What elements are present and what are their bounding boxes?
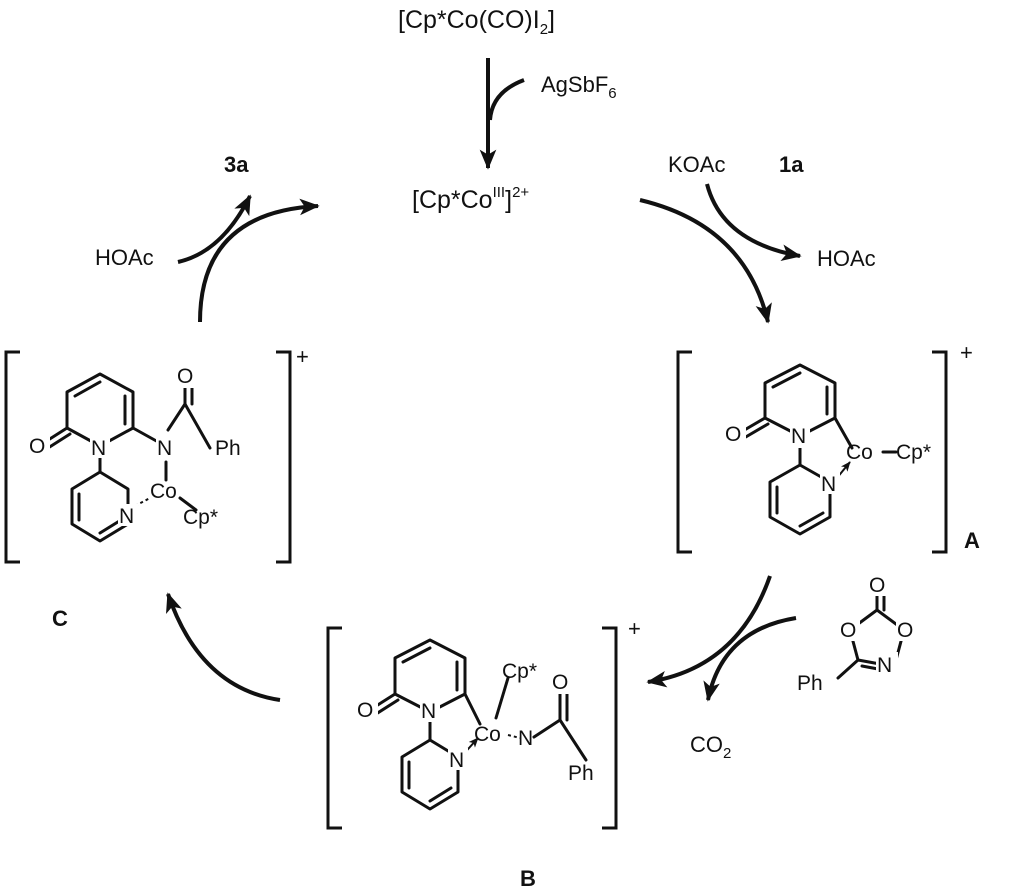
C-cobalt: Co: [150, 480, 177, 503]
bracket-left-B: [326, 626, 342, 830]
B-carbonyl-o: O: [357, 699, 373, 722]
dioxazolone-o-right: O: [897, 619, 913, 642]
dioxazolone-o-left: O: [840, 619, 856, 642]
bracket-right-B: [602, 626, 618, 830]
product-release-arrow: [177, 194, 252, 264]
cycle-arrow-to-A: [639, 198, 772, 324]
activator-label: AgSbF6: [541, 72, 617, 102]
active-catalyst-label: [Cp*CoIII]2+: [412, 184, 529, 214]
C-amide-o: O: [177, 365, 193, 388]
A-pyridone-n: N: [791, 425, 806, 448]
A-cobalt: Co: [846, 441, 873, 464]
B-pyridone-n: N: [421, 700, 436, 723]
cycle-arrow-to-catalyst: [198, 198, 320, 323]
hoac-left-label: HOAc: [95, 245, 154, 270]
intermediate-B: + B N O N Co Cp* N O Ph: [326, 616, 641, 891]
charge-B: +: [628, 616, 641, 641]
C-carbonyl-o: O: [29, 435, 45, 458]
A-pyridine-n: N: [821, 473, 836, 496]
hoac-release-arrow: [705, 183, 802, 261]
B-pyridine-n: N: [449, 749, 464, 772]
co2-release-arrow: [703, 616, 797, 702]
charge-C: +: [296, 344, 309, 369]
B-amide-o: O: [552, 671, 568, 694]
substrate-label: 1a: [779, 152, 804, 177]
base-label: KOAc: [668, 152, 725, 177]
label-A: A: [964, 528, 980, 553]
intermediate-C: + C N O N O Ph N Co Cp*: [4, 344, 309, 631]
bracket-left-C: [4, 350, 20, 564]
co2-label: CO2: [690, 732, 731, 762]
product-label: 3a: [224, 152, 249, 177]
hoac-right-label: HOAc: [817, 246, 876, 271]
B-phenyl: Ph: [568, 762, 594, 785]
B-cobalt: Co: [474, 723, 501, 746]
intermediate-A: + A N O N Co Cp*: [676, 340, 980, 554]
cycle-arrow-to-C: [166, 592, 281, 702]
C-pyridone-n: N: [91, 437, 106, 460]
bracket-right-C: [276, 350, 292, 564]
activation-side-arrow: [488, 78, 525, 121]
dioxazolone-carbonyl-o: O: [869, 574, 885, 597]
dioxazolone-structure: O O O N Ph: [797, 572, 918, 695]
B-cp-star: Cp*: [502, 660, 537, 683]
dioxazolone-phenyl: Ph: [797, 672, 823, 695]
A-carbonyl-o: O: [725, 423, 741, 446]
cycle-arrow-to-B: [646, 575, 772, 688]
bracket-left-A: [676, 350, 692, 554]
dioxazolone-n: N: [877, 654, 892, 677]
C-amide-n: N: [157, 437, 172, 460]
C-cp-star: Cp*: [183, 506, 218, 529]
charge-A: +: [960, 340, 973, 365]
precatalyst-label: [Cp*Co(CO)I2]: [398, 6, 555, 38]
C-pyridine-n: N: [119, 505, 134, 528]
label-B: B: [520, 866, 536, 891]
bracket-right-A: [932, 350, 948, 554]
label-C: C: [52, 606, 68, 631]
A-cp-star: Cp*: [896, 441, 931, 464]
B-nitrene-n: N: [518, 727, 533, 750]
C-phenyl: Ph: [215, 437, 241, 460]
